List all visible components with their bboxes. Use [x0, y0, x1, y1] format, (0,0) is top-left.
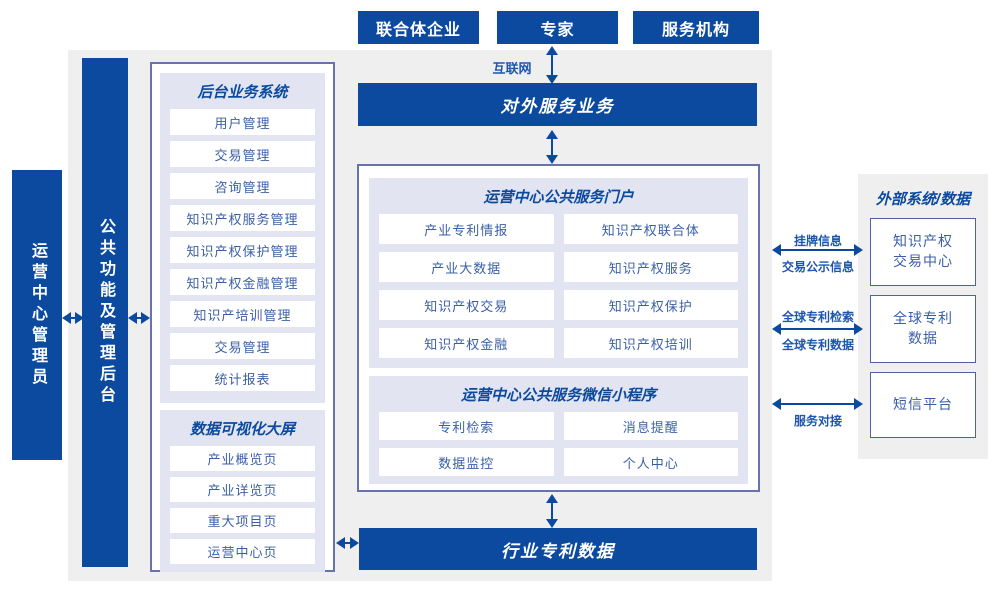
miniprogram-item-data-monitor: 数据监控: [379, 448, 554, 476]
portal-item-industry-bigdata: 产业大数据: [379, 252, 554, 282]
portal-item-ip-consortium: 知识产权联合体: [563, 214, 738, 244]
backend-item-ip-finance-mgmt: 知识产权金融管理: [170, 269, 315, 295]
external-service-bar: 对外服务业务: [358, 83, 757, 126]
portal-title: 运营中心公共服务门户: [483, 189, 634, 206]
portal-item-ip-training: 知识产权培训: [563, 328, 738, 358]
admin-bar-label: 运营中心管理员: [29, 241, 46, 389]
dashboard-item-industry-overview: 产业概览页: [170, 446, 315, 471]
portal-panel: 运营中心公共服务门户 产业专利情报 知识产权联合体 产业大数据 知识产权服务 知…: [369, 178, 748, 368]
external-box-line: 知识产权: [893, 233, 953, 250]
admin-backend-arrow: [62, 312, 84, 324]
backend-item-ip-service-mgmt: 知识产权服务管理: [170, 205, 315, 231]
backend-system-title: 后台业务系统: [197, 84, 288, 101]
central-services-wrapper: 运营中心公共服务门户 产业专利情报 知识产权联合体 产业大数据 知识产权服务 知…: [357, 164, 760, 492]
actor-expert: 专家: [497, 11, 618, 44]
portal-item-ip-trade: 知识产权交易: [379, 290, 554, 320]
external-box-global-patent-data: 全球专利 数据: [870, 295, 976, 363]
dashboard-industrydata-arrow: [336, 537, 359, 549]
backend-item-statistics-report: 统计报表: [170, 365, 315, 391]
portal-item-ip-protection: 知识产权保护: [563, 290, 738, 320]
external-box-line: 数据: [908, 330, 938, 346]
backend-system-items: 用户管理 交易管理 咨询管理 知识产权服务管理 知识产权保护管理 知识产权金融管…: [160, 101, 325, 399]
backend-item-ip-training-mgmt: 知识产培训管理: [170, 301, 315, 327]
external-box-sms-platform: 短信平台: [870, 372, 976, 438]
backend-wrapper: 后台业务系统 用户管理 交易管理 咨询管理 知识产权服务管理 知识产权保护管理 …: [150, 62, 335, 572]
miniprogram-title: 运营中心公共服务微信小程序: [460, 387, 656, 404]
external-systems-title: 外部系统/数据: [875, 191, 971, 208]
miniprogram-items: 专利检索 消息提醒 数据监控 个人中心: [369, 404, 748, 484]
portal-items: 产业专利情报 知识产权联合体 产业大数据 知识产权服务 知识产权交易 知识产权保…: [369, 206, 748, 366]
global-patent-arrow: [772, 323, 863, 335]
backend-item-ip-protection-mgmt: 知识产权保护管理: [170, 237, 315, 263]
public-function-backend-bar: 公共功能及管理后台: [82, 58, 128, 567]
portal-item-industry-patent-intel: 产业专利情报: [379, 214, 554, 244]
industry-patent-data-bar: 行业专利数据: [359, 528, 757, 570]
backend-item-trade-mgmt-2: 交易管理: [170, 333, 315, 359]
internet-link-arrow: [546, 46, 558, 84]
miniprogram-item-message-alert: 消息提醒: [563, 412, 738, 440]
dashboard-panel: 数据可视化大屏 产业概览页 产业详览页 重大项目页 运营中心页: [160, 410, 325, 572]
dashboard-items: 产业概览页 产业详览页 重大项目页 运营中心页: [160, 438, 325, 572]
backend-system-panel: 后台业务系统 用户管理 交易管理 咨询管理 知识产权服务管理 知识产权保护管理 …: [160, 73, 325, 403]
externalservice-portal-arrow: [546, 130, 558, 164]
internet-label: 互联网: [492, 61, 532, 76]
backend-item-consult-mgmt: 咨询管理: [170, 173, 315, 199]
dashboard-title: 数据可视化大屏: [189, 421, 295, 438]
admin-bar: 运营中心管理员: [12, 170, 62, 460]
miniprogram-item-personal-center: 个人中心: [563, 448, 738, 476]
portal-item-ip-service: 知识产权服务: [563, 252, 738, 282]
actor-service-agency: 服务机构: [633, 11, 759, 44]
external-box-line: 短信平台: [893, 396, 953, 413]
service-link-arrow: [772, 398, 863, 410]
public-function-backend-label: 公共功能及管理后台: [97, 218, 114, 407]
portal-item-ip-finance: 知识产权金融: [379, 328, 554, 358]
miniprogram-panel: 运营中心公共服务微信小程序 专利检索 消息提醒 数据监控 个人中心: [369, 376, 748, 484]
external-box-ip-trade-center: 知识产权 交易中心: [870, 218, 976, 286]
backend-item-trade-mgmt: 交易管理: [170, 141, 315, 167]
dashboard-item-major-project: 重大项目页: [170, 508, 315, 533]
service-docking-label: 服务对接: [793, 414, 842, 428]
actor-consortium-enterprise: 联合体企业: [358, 11, 479, 44]
external-box-line: 交易中心: [893, 253, 953, 269]
backend-wrapper-arrow: [128, 312, 150, 324]
global-patent-search-label: 全球专利检索: [781, 310, 854, 324]
listing-info-label: 挂牌信息: [793, 234, 842, 248]
portal-industrydata-arrow: [546, 494, 558, 528]
miniprogram-item-patent-search: 专利检索: [379, 412, 554, 440]
external-box-line: 全球专利: [893, 310, 953, 327]
dashboard-item-industry-detail: 产业详览页: [170, 477, 315, 502]
global-patent-data-label: 全球专利数据: [781, 338, 854, 352]
trade-publicity-label: 交易公示信息: [781, 260, 854, 274]
backend-item-user-mgmt: 用户管理: [170, 109, 315, 135]
listing-info-arrow: [772, 244, 863, 256]
dashboard-item-operation-center: 运营中心页: [170, 539, 315, 564]
